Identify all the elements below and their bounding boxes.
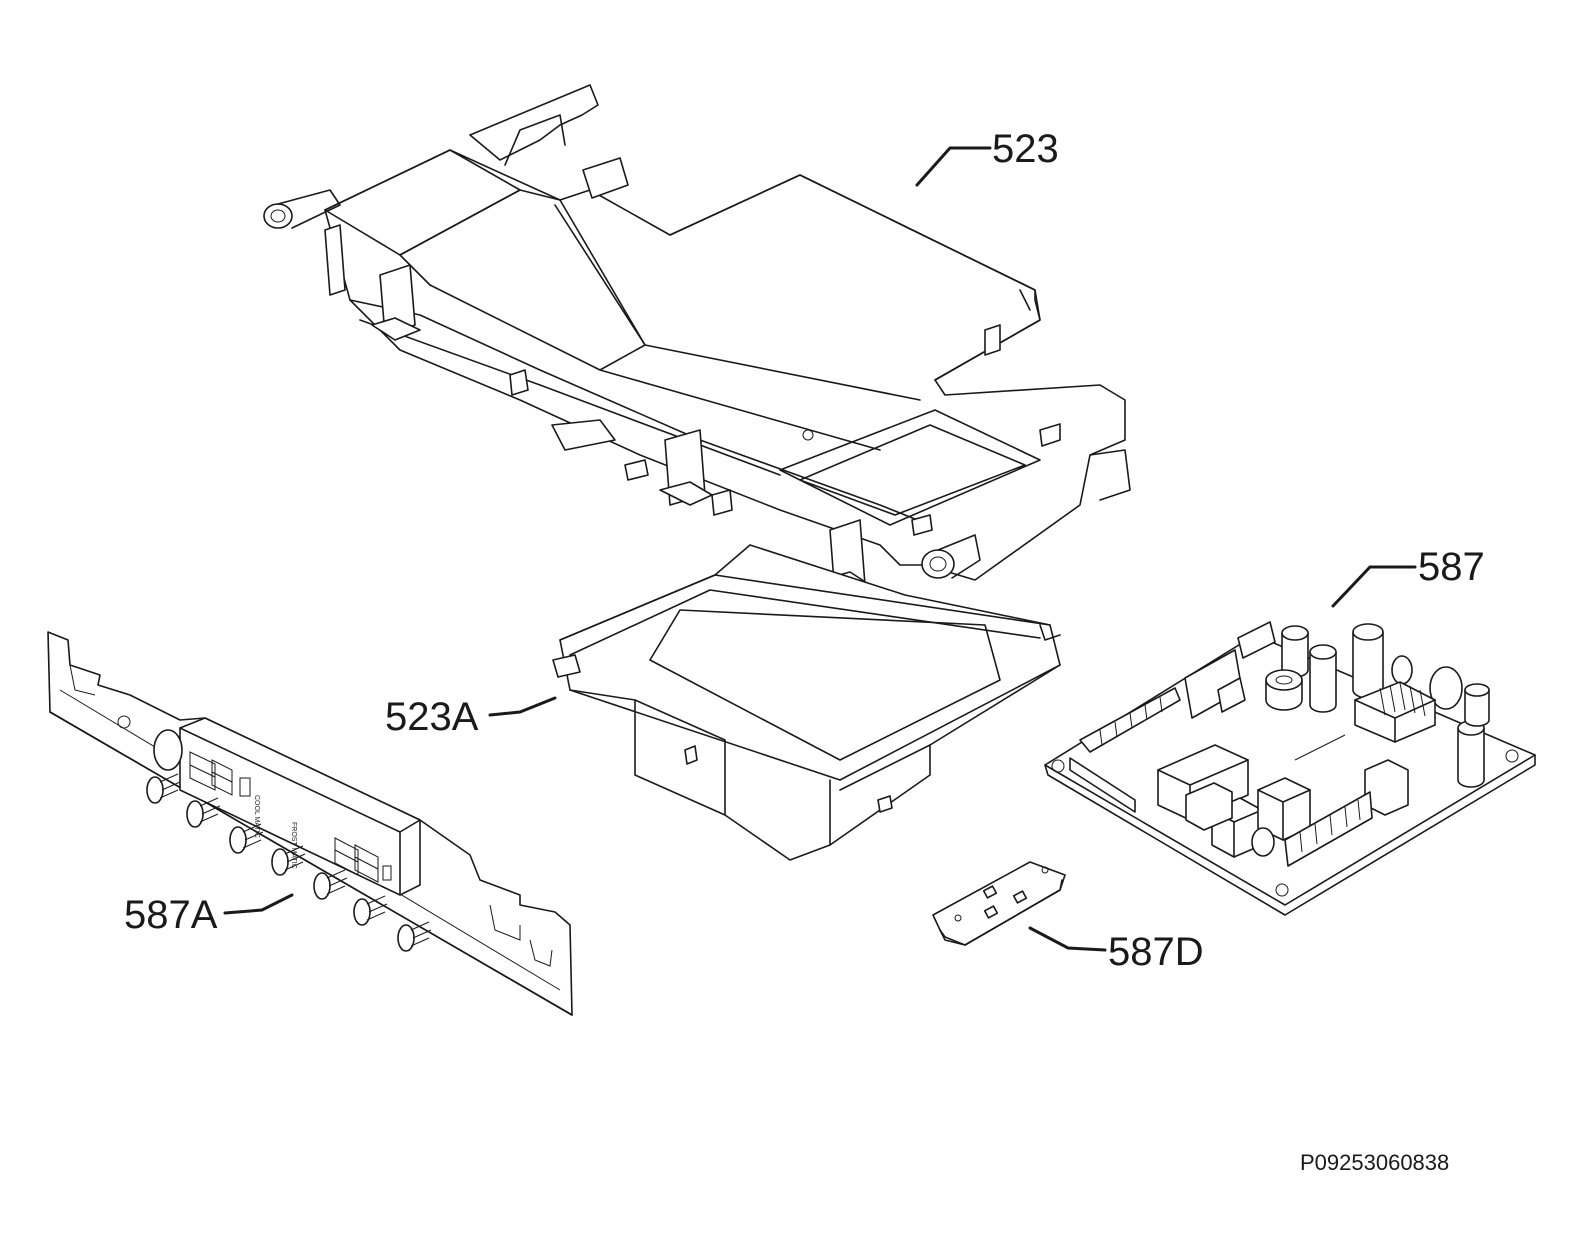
callout-587a: 587A [124,893,294,937]
coolmatic-marking: COOL MATIC [253,795,260,838]
callout-587a-label: 587A [124,893,218,937]
part-523a-tray [552,544,1061,861]
transformer [1354,681,1436,743]
document-code: P09253060838 [1300,1150,1449,1175]
callout-587d: 587D [1028,926,1204,974]
callout-587: 587 [1331,545,1485,608]
callout-587d-label: 587D [1108,930,1204,974]
callout-523: 523 [915,127,1059,187]
part-587d-sensor-board [932,861,1066,946]
callout-523a: 523A [385,695,557,739]
callout-523a-label: 523A [385,695,479,739]
connectors [1069,621,1373,867]
callout-587-label: 587 [1418,545,1485,589]
relays [1157,744,1409,858]
push-buttons [146,773,432,952]
capacitors [1265,623,1490,788]
callout-523-label: 523 [992,127,1059,171]
part-523-housing [263,84,1131,596]
part-587a-display-panel: COOL MATIC FROST MATIC [47,631,573,1016]
part-587-pcb [1044,621,1536,916]
frostmatic-marking: FROST MATIC [290,822,297,869]
